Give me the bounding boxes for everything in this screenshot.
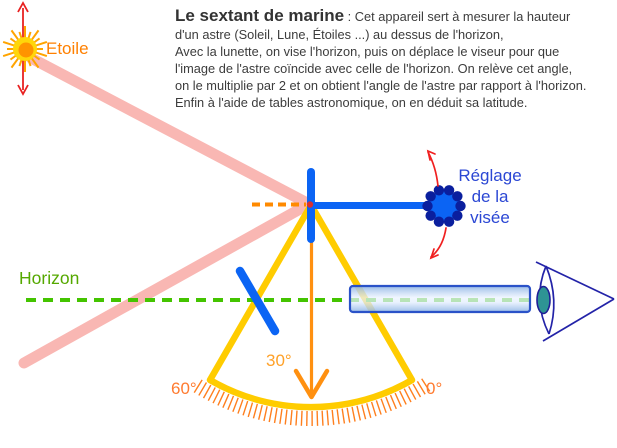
eye-icon — [535, 261, 615, 342]
description-line: on le multiplie par 2 et on obtient l'an… — [175, 78, 587, 93]
knob-dot — [452, 210, 463, 221]
graduation-tick — [326, 410, 330, 426]
graduation-tick — [284, 409, 288, 425]
reflected-light-ray — [18, 198, 315, 369]
horizon-mirror — [235, 266, 280, 336]
knob-rotation-arrows — [426, 149, 447, 260]
sun-ray — [34, 40, 48, 47]
sun-ray — [30, 56, 40, 69]
graduation-tick — [385, 396, 392, 412]
graduation-tick — [341, 408, 346, 424]
knob-dot — [455, 200, 466, 212]
horizon-label: Horizon — [19, 268, 80, 288]
description-line: l'image de l'astre coïncide avec celle d… — [175, 61, 573, 76]
graduation-tick — [300, 410, 303, 426]
graduation-tick — [321, 410, 324, 426]
description-line: d'un astre (Soleil, Lune, Étoiles ...) a… — [175, 27, 504, 42]
sun-ray — [34, 51, 48, 58]
graduation-tick — [331, 409, 335, 425]
graduation-tick — [263, 406, 268, 422]
sun-ray — [2, 51, 16, 58]
sun-ray — [10, 29, 20, 42]
knob-dot — [425, 210, 436, 221]
graduation-tick — [222, 393, 230, 408]
description-line: Enfin à l'aide de tables astronomique, o… — [175, 95, 528, 110]
sun-ray — [30, 29, 40, 42]
page-title: Le sextant de marine — [175, 6, 345, 25]
graduation-tick — [193, 379, 203, 393]
adjustment-label: Réglage de la visée — [458, 166, 522, 227]
graduation-tick — [295, 410, 298, 426]
graduation-tick — [247, 402, 254, 418]
graduation-tick — [351, 406, 356, 422]
graduation-tick — [394, 392, 402, 408]
graduation-tick — [268, 407, 273, 423]
graduation-tick — [227, 395, 235, 411]
graduation-tick — [217, 391, 225, 406]
graduation-tick — [232, 397, 239, 412]
knob-dot — [443, 185, 455, 196]
knob-dot — [443, 216, 455, 227]
index-arm-arrowhead — [293, 368, 330, 400]
graduation-tick — [366, 403, 372, 418]
graduation-tick — [399, 390, 407, 405]
graduation-tick — [389, 394, 397, 410]
graduation-tick — [416, 381, 426, 395]
graduation-tick — [257, 404, 263, 420]
angle-label-0: 0° — [426, 379, 443, 398]
arc-graduation-ticks — [193, 378, 431, 427]
graduation-tick — [237, 399, 244, 414]
sun-ray — [2, 40, 16, 47]
graduation-tick — [421, 378, 431, 392]
star-light-ray — [25, 52, 315, 210]
knob-dot — [433, 185, 445, 196]
telescope — [348, 284, 532, 314]
sun-ray — [10, 56, 20, 69]
knob-dot — [425, 191, 436, 202]
graduation-tick — [408, 386, 417, 400]
graduation-tick — [370, 401, 377, 417]
adjustment-knob-icon — [422, 185, 466, 227]
description-line: Avec la lunette, on vise l'horizon, puis… — [175, 44, 560, 59]
graduation-tick — [198, 382, 208, 396]
knob-dot — [452, 191, 463, 202]
star-label: Etoile — [46, 39, 89, 58]
graduation-tick — [375, 400, 382, 415]
description-text: Le sextant de marine : Cet appareil sert… — [175, 6, 586, 111]
angle-label-60: 60° — [171, 379, 197, 398]
graduation-tick — [242, 400, 249, 416]
graduation-tick — [207, 387, 216, 401]
graduation-tick — [212, 389, 221, 404]
graduation-tick — [361, 404, 367, 420]
description-line: Le sextant de marine : Cet appareil sert… — [175, 6, 571, 25]
graduation-tick — [380, 398, 387, 414]
graduation-tick — [356, 405, 362, 421]
graduation-tick — [202, 384, 212, 399]
graduation-tick — [279, 408, 283, 424]
mirror-pivot-dot — [306, 201, 314, 208]
graduation-tick — [252, 403, 259, 419]
angle-label-30: 30° — [266, 351, 292, 370]
graduation-tick — [412, 383, 422, 398]
sun-icon — [2, 26, 48, 72]
graduation-tick — [346, 407, 351, 423]
graduation-tick — [273, 408, 278, 424]
sextant-frame-sector — [206, 201, 416, 411]
graduation-tick — [403, 388, 412, 403]
knob-dot — [422, 200, 433, 212]
knob-dot — [433, 216, 445, 227]
graduation-tick — [289, 410, 293, 426]
graduation-tick — [336, 409, 340, 425]
